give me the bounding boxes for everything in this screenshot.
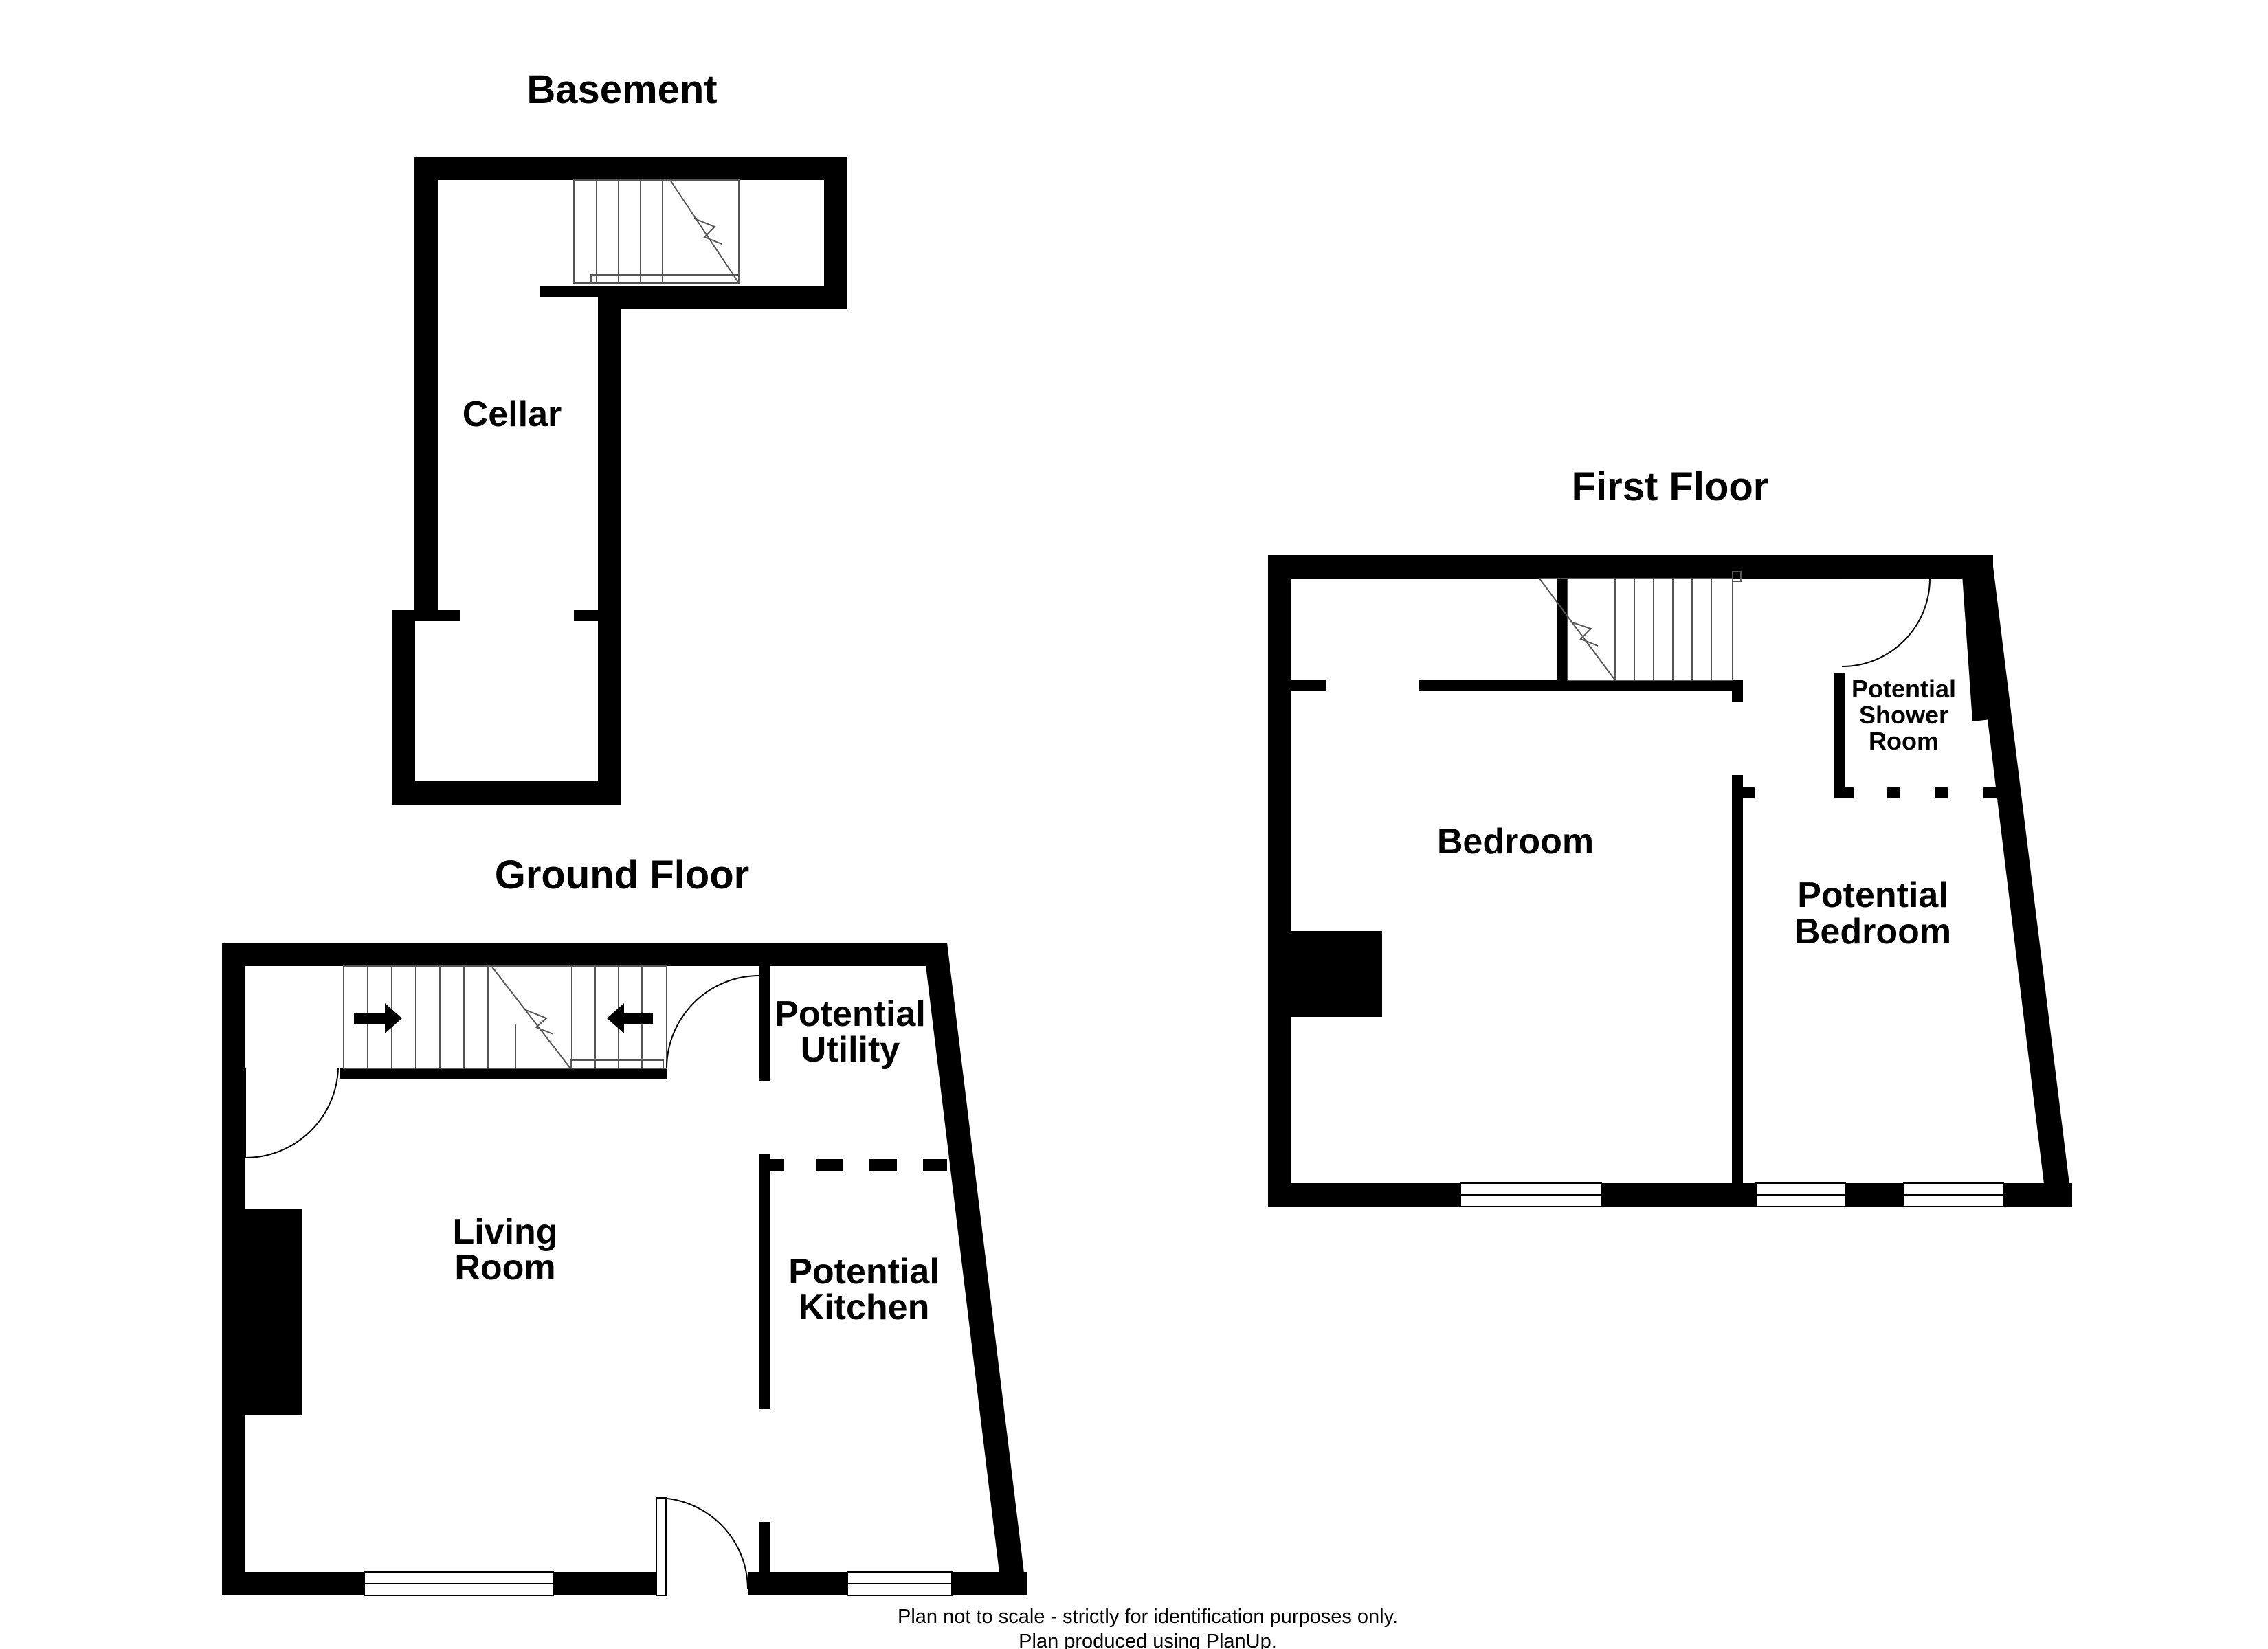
wall	[222, 1572, 364, 1595]
wall	[392, 610, 415, 805]
stair-arrow-left	[607, 1003, 653, 1033]
wall	[392, 610, 460, 621]
room-label-living-line2: Room	[454, 1248, 555, 1288]
wall	[1268, 1183, 1460, 1207]
room-label-potential-bedroom-line2: Bedroom	[1794, 912, 1951, 952]
dashed-divider	[1743, 787, 2000, 798]
wall	[553, 1572, 656, 1595]
room-label-kitchen-line2: Kitchen	[799, 1288, 930, 1327]
ground-floor-title: Ground Floor	[495, 853, 750, 897]
wall	[1291, 680, 1326, 691]
room-label-utility-line2: Utility	[801, 1030, 900, 1070]
room-label-bedroom: Bedroom	[1437, 822, 1594, 862]
wall	[759, 1522, 770, 1572]
room-label-potential-bedroom-line1: Potential	[1797, 875, 1948, 915]
wall	[923, 943, 1027, 1595]
dashed-divider	[770, 1159, 947, 1171]
wall	[2003, 1183, 2072, 1207]
room-label-shower-line2: Shower	[1859, 701, 1948, 729]
room-label-living-line1: Living	[452, 1212, 557, 1252]
wall	[1557, 579, 1568, 680]
basement-title: Basement	[526, 67, 717, 112]
footer-disclaimer: Plan not to scale - strictly for identif…	[898, 1606, 1398, 1628]
wall	[759, 966, 770, 1081]
room-label-shower-line1: Potential	[1852, 675, 1956, 703]
wall	[222, 943, 947, 966]
wall	[340, 1068, 667, 1079]
room-label-kitchen-line1: Potential	[788, 1252, 940, 1292]
basement-stairs	[573, 179, 740, 284]
room-label-utility-line1: Potential	[775, 994, 926, 1034]
wall	[1601, 1183, 1756, 1207]
footer-credit: Plan produced using PlanUp.	[1019, 1630, 1277, 1649]
door	[666, 975, 760, 1069]
wall	[824, 157, 847, 309]
wall	[598, 286, 847, 309]
wall	[414, 157, 847, 180]
door	[245, 1068, 339, 1158]
wall	[540, 286, 601, 297]
room-label-shower-line3: Room	[1869, 727, 1939, 755]
wall	[1834, 673, 1845, 787]
wall	[1268, 555, 1993, 579]
wall	[1268, 555, 1291, 1207]
front-door	[656, 1497, 748, 1596]
wall	[1732, 680, 1743, 702]
first-floor-plan: First Floor	[1268, 464, 2072, 1207]
door	[1841, 578, 1931, 667]
chimney-breast	[1291, 931, 1382, 1017]
wall	[1419, 680, 1742, 691]
ground-floor-stairs	[343, 965, 667, 1069]
wall	[1845, 1183, 1904, 1207]
stair-arrow-right	[354, 1003, 402, 1033]
wall	[222, 943, 245, 1595]
basement-plan: Basement Cellar	[392, 67, 847, 805]
ground-floor-plan: Ground Floor	[222, 853, 1027, 1596]
wall	[574, 610, 621, 621]
wall	[952, 1572, 1027, 1595]
wall	[759, 1154, 770, 1409]
first-floor-title: First Floor	[1572, 464, 1769, 509]
wall	[1732, 775, 1743, 1183]
first-floor-stairs	[1539, 571, 1742, 681]
wall	[748, 1572, 847, 1595]
wall	[598, 286, 621, 805]
wall	[392, 781, 621, 805]
chimney-breast	[245, 1209, 302, 1415]
wall	[1961, 555, 2003, 721]
wall	[414, 157, 438, 610]
room-label-cellar: Cellar	[463, 394, 562, 434]
